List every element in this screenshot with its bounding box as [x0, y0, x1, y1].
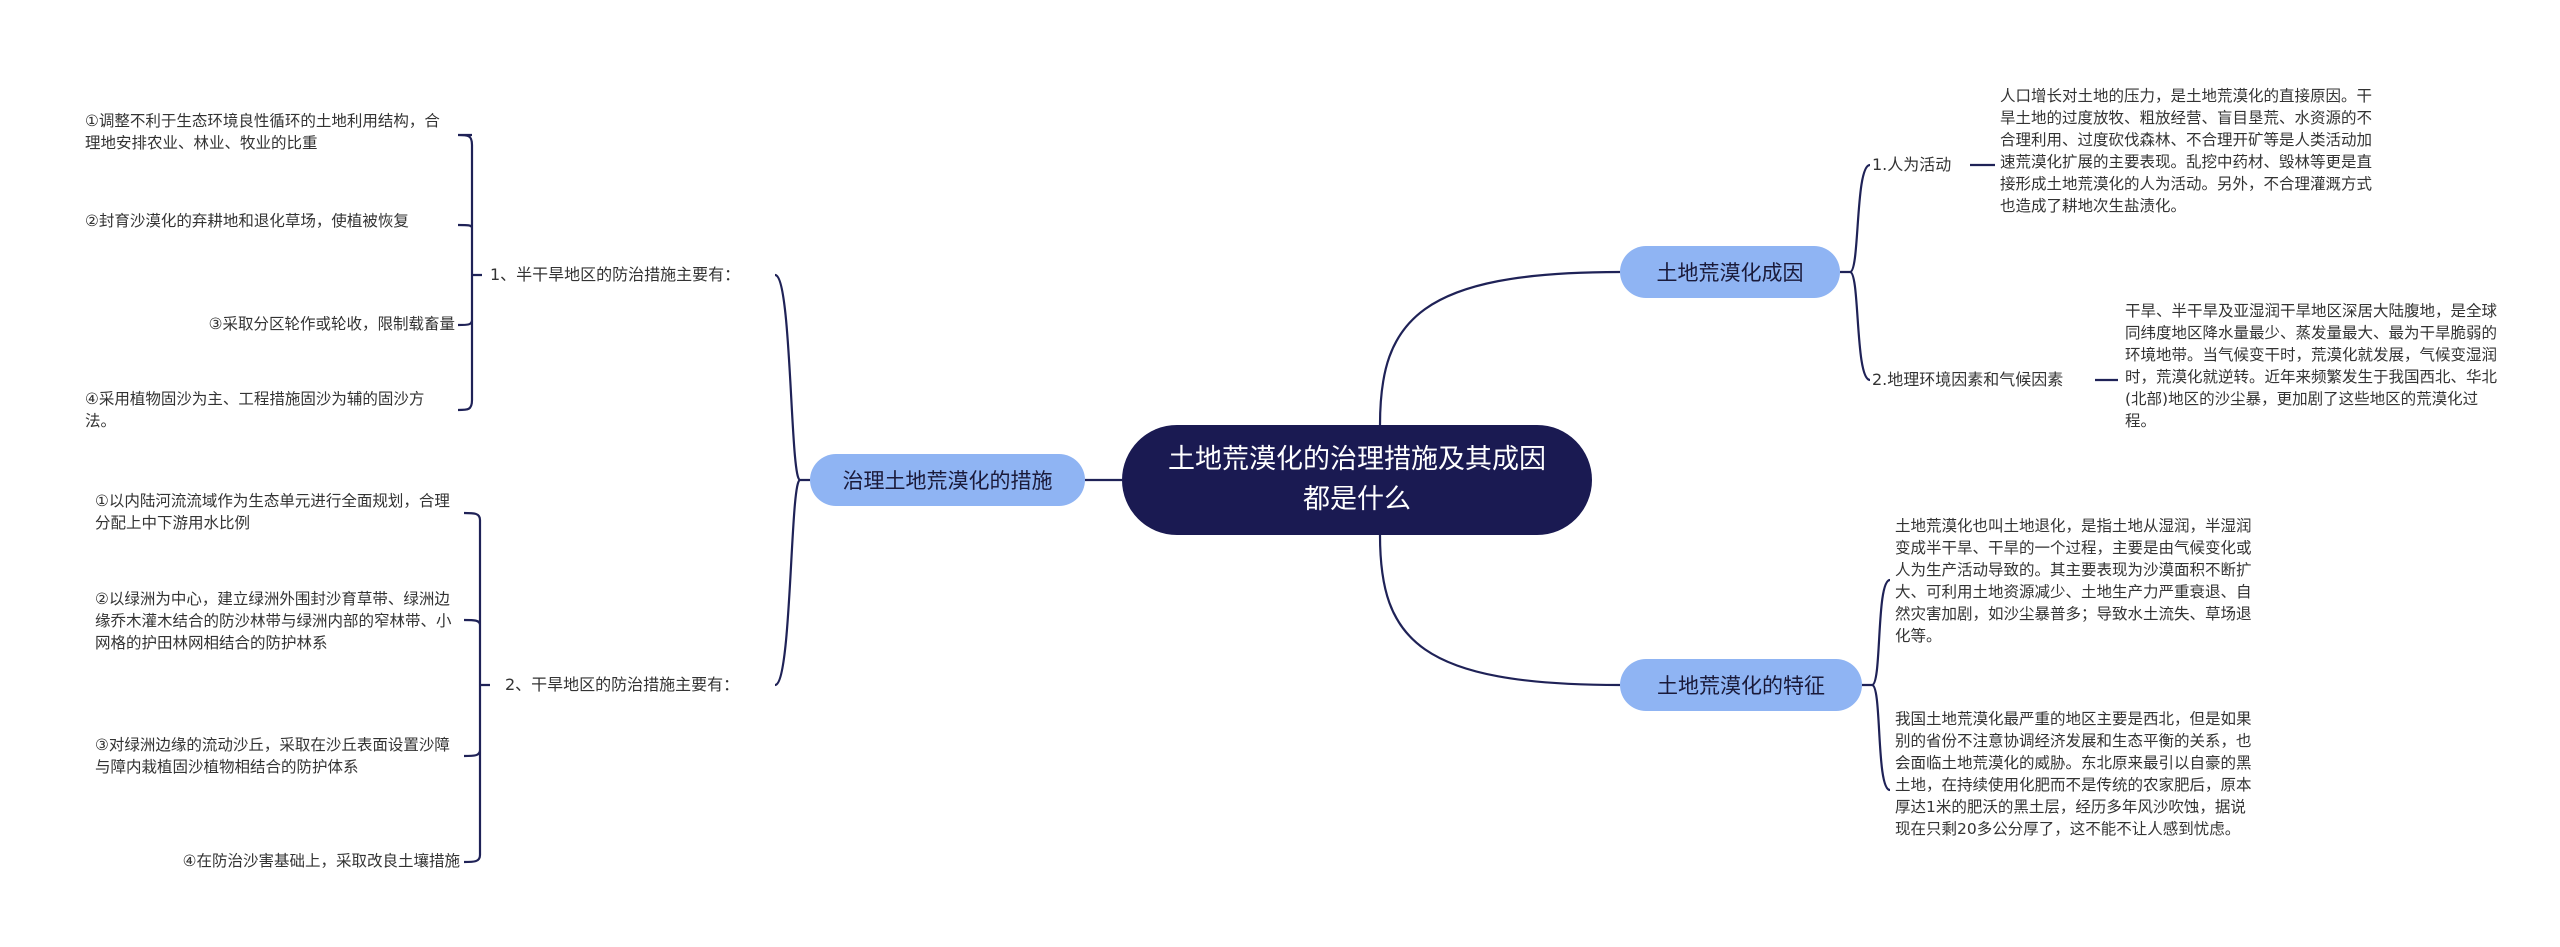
branch-causes-label: 土地荒漠化成因: [1656, 261, 1804, 285]
link-root-causes: [1378, 270, 1621, 426]
cause-human-activity-text: 人口增长对土地的压力，是土地荒漠化的直接原因。干旱土地的过度放牧、粗放经营、盲目…: [2000, 87, 2373, 215]
cause-human-activity-label[interactable]: 1.人为活动: [1872, 155, 1952, 174]
link-root-features: [1378, 534, 1621, 687]
branch-measures[interactable]: 治理土地荒漠化的措施: [810, 454, 1085, 506]
semiarid-item-2: ②封育沙漠化的弃耕地和退化草场，使植被恢复: [85, 212, 409, 230]
branch-features-label: 土地荒漠化的特征: [1657, 674, 1825, 698]
link-causes-bracket: [1840, 163, 1871, 382]
arid-item-3: ③对绿洲边缘的流动沙丘，采取在沙丘表面设置沙障与障内栽植固沙植物相结合的防护体系: [95, 736, 450, 776]
feature-text-2: 我国土地荒漠化最严重的地区主要是西北，但是如果别的省份不注意协调经济发展和生态平…: [1895, 710, 2252, 838]
arid-item-1: ①以内陆河流流域作为生态单元进行全面规划，合理分配上中下游用水比例: [95, 492, 450, 532]
cause-geo-climate-label[interactable]: 2.地理环境因素和气候因素: [1872, 370, 2064, 389]
branch-causes[interactable]: 土地荒漠化成因: [1620, 246, 1840, 298]
root-title: 土地荒漠化的治理措施及其成因都是什么: [1168, 444, 1546, 515]
cause-geo-climate-text: 干旱、半干旱及亚湿润干旱地区深居大陆腹地，是全球同纬度地区降水量最少、蒸发量最大…: [2125, 302, 2498, 430]
link-arid-bracket: [463, 511, 490, 864]
branch-features[interactable]: 土地荒漠化的特征: [1620, 659, 1862, 711]
measure-arid-label[interactable]: 2、干旱地区的防治措施主要有：: [505, 675, 740, 694]
link-features-bracket: [1862, 578, 1891, 792]
arid-item-2: ②以绿洲为中心，建立绿洲外围封沙育草带、绿洲边缘乔木灌木结合的防沙林带与绿洲内部…: [95, 590, 452, 652]
root-topic[interactable]: 土地荒漠化的治理措施及其成因都是什么: [1122, 425, 1592, 535]
branch-measures-label: 治理土地荒漠化的措施: [842, 469, 1053, 493]
feature-text-1: 土地荒漠化也叫土地退化，是指土地从湿润，半湿润变成半干旱、干旱的一个过程，主要是…: [1895, 517, 2252, 645]
semiarid-item-1: ①调整不利于生态环境良性循环的土地利用结构，合理地安排农业、林业、牧业的比重: [85, 112, 440, 152]
semiarid-item-3: ③采取分区轮作或轮收，限制载畜量: [208, 315, 455, 333]
link-measures-bracket: [773, 273, 810, 687]
semiarid-item-4: ④采用植物固沙为主、工程措施固沙为辅的固沙方法。: [85, 390, 425, 430]
measure-semiarid-label[interactable]: 1、半干旱地区的防治措施主要有：: [490, 265, 741, 284]
link-semiarid-bracket: [457, 133, 482, 412]
arid-item-4: ④在防治沙害基础上，采取改良土壤措施: [182, 852, 460, 870]
